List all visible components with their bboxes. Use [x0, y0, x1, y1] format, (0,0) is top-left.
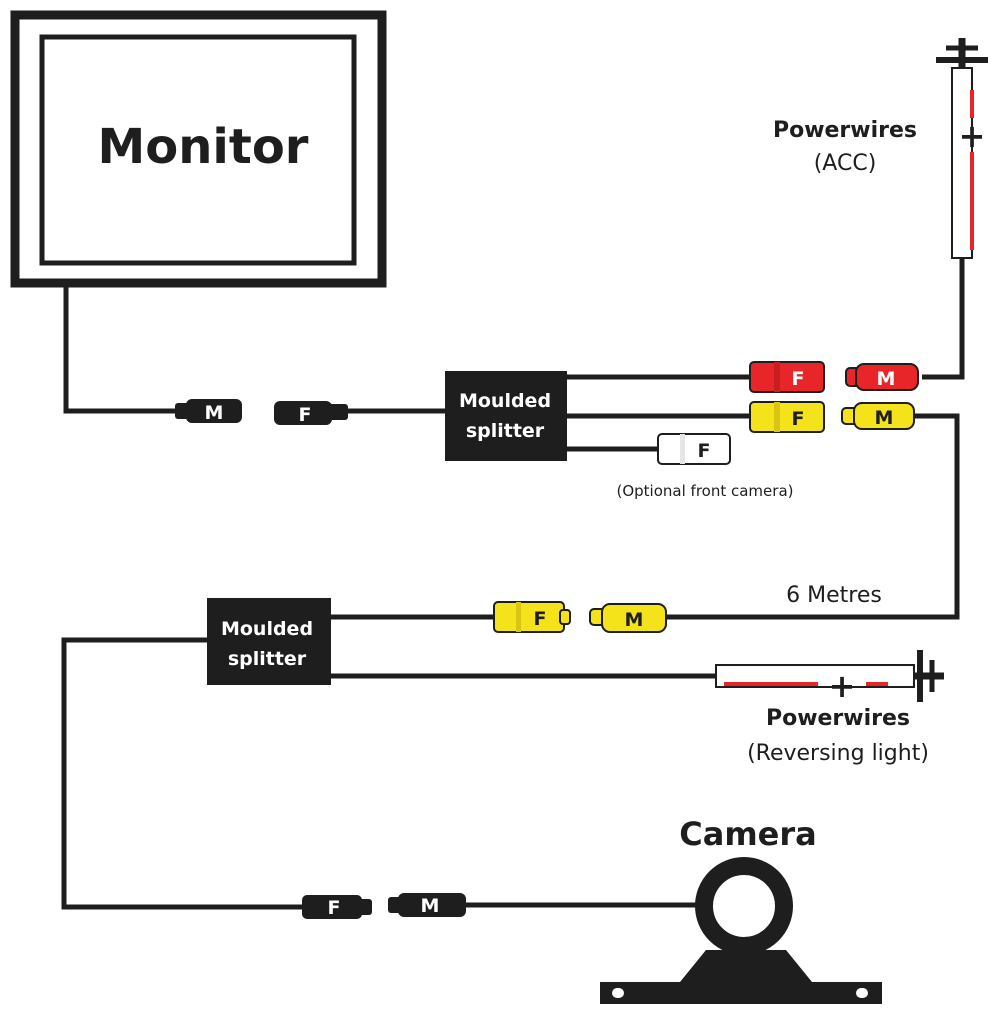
connector-red-female-label: F — [792, 368, 805, 390]
connector-red-male-label: M — [877, 368, 896, 390]
connector-yellow-female-bottom: F — [493, 601, 571, 633]
splitter-bottom: Moulded splitter — [207, 598, 331, 685]
powerwire-acc-plus: + — [959, 117, 986, 155]
powerwires-reversing-title: Powerwires — [766, 706, 910, 731]
monitor: Monitor — [10, 10, 387, 288]
connector-red-male: M — [845, 363, 919, 391]
splitter-top-line2: splitter — [466, 420, 545, 442]
connector-yellow-male-top: M — [841, 402, 915, 430]
connector-yellow-male-bottom-label: M — [625, 609, 644, 631]
connector-yellow-female-bottom-label: F — [534, 608, 547, 630]
splitter-bottom-line2: splitter — [228, 648, 307, 670]
bottom-wires — [61, 614, 720, 910]
cable-length-label: 6 Metres — [786, 583, 882, 608]
splitter-top-line1: Moulded — [459, 390, 551, 412]
powerwires-acc-title: Powerwires — [773, 118, 917, 143]
connector-monitor-female: F — [274, 401, 348, 426]
connector-monitor-male: M — [175, 399, 242, 424]
powerwire-acc: + — [936, 38, 988, 259]
camera-label: Camera — [679, 815, 817, 853]
connector-camera-female: F — [302, 895, 372, 919]
powerwires-acc-subtitle: (ACC) — [814, 151, 877, 176]
connector-yellow-male-bottom: M — [589, 603, 667, 633]
connector-yellow-female-top: F — [749, 401, 825, 433]
connector-monitor-female-label: F — [299, 404, 312, 426]
connector-monitor-male-label: M — [205, 402, 224, 424]
connector-yellow-female-top-label: F — [792, 408, 805, 430]
connector-camera-male: M — [388, 893, 466, 917]
optional-front-camera-label: (Optional front camera) — [617, 482, 794, 500]
camera-icon — [600, 857, 882, 1004]
monitor-label: Monitor — [98, 119, 309, 175]
connector-camera-male-label: M — [421, 895, 440, 917]
connector-yellow-male-top-label: M — [875, 407, 894, 429]
splitter-top: Moulded splitter — [445, 371, 567, 461]
connector-white-female: F — [657, 433, 731, 465]
powerwire-reversing: + — [715, 650, 944, 705]
top-wires — [63, 258, 965, 620]
connector-white-female-label: F — [698, 440, 711, 462]
connector-camera-female-label: F — [328, 897, 341, 919]
splitter-bottom-line1: Moulded — [221, 618, 313, 640]
powerwires-reversing-subtitle: (Reversing light) — [747, 741, 929, 766]
powerwire-reversing-plus: + — [829, 667, 856, 705]
connector-red-female: F — [749, 361, 825, 393]
